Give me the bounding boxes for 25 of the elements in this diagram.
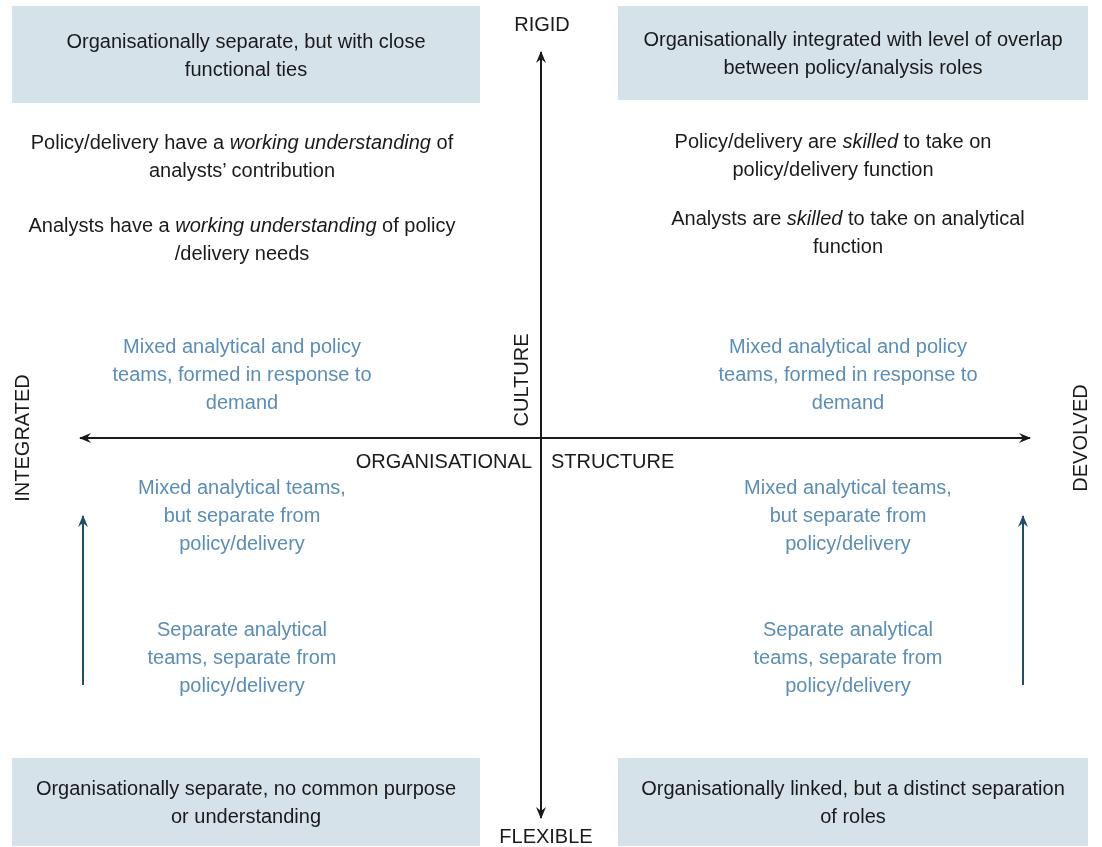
team-description: Mixed analytical and policy teams, formed in response to demand [718, 334, 978, 415]
axis-label: STRUCTURE [551, 449, 676, 474]
description-text: Policy/delivery are skilled to take on policy/delivery function [673, 129, 993, 182]
box-text: Organisationally linked, but a distinct separation of roles [640, 776, 1066, 829]
description-text: Policy/delivery have a working understanding of analysts’ contribution [29, 130, 455, 183]
quadrant-box [618, 758, 1088, 846]
team-description: Mixed analytical teams, but separate from policy/delivery [743, 475, 953, 556]
team-description: Separate analytical teams, separate from policy/delivery [752, 617, 944, 698]
axis-label: DEVOLVED [1068, 383, 1092, 494]
team-description: Mixed analytical and policy teams, formed in response to demand [112, 334, 372, 415]
team-description: Separate analytical teams, separate from policy/delivery [146, 617, 338, 698]
quadrant-box [12, 758, 480, 846]
axis-label: RIGID [513, 12, 571, 37]
quadrant-box [618, 6, 1088, 100]
box-text: Organisationally separate, no common purpose or understanding [34, 776, 458, 829]
axis-label: INTEGRATED [10, 373, 34, 504]
quadrant-box [12, 6, 480, 103]
axis-label: FLEXIBLE [498, 824, 594, 847]
box-text: Organisationally integrated with level of overlap between policy/analysis roles [642, 27, 1064, 80]
axis-label: CULTURE [509, 332, 533, 429]
box-text: Organisationally separate, but with close functional ties [65, 28, 427, 82]
team-description: Mixed analytical teams, but separate from policy/delivery [137, 475, 347, 556]
description-text: Analysts are skilled to take on analytical function [670, 206, 1026, 259]
description-text: Analysts have a working understanding of policy /delivery needs [27, 213, 457, 266]
axis-label: ORGANISATIONAL [354, 449, 532, 474]
